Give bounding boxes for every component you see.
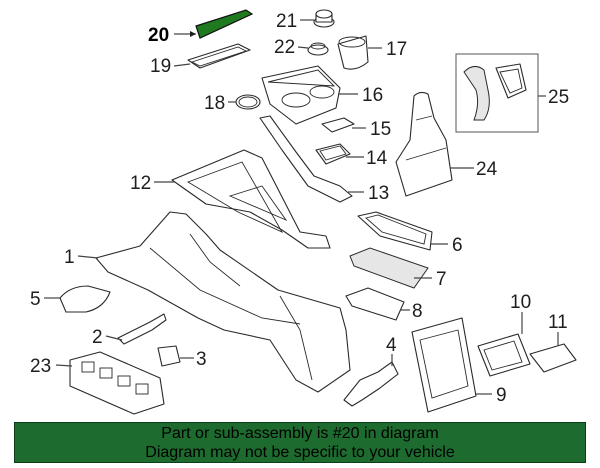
callout-8: 8 — [412, 301, 423, 322]
part-14-tray[interactable] — [315, 143, 351, 165]
part-1-center-console[interactable] — [95, 211, 351, 393]
part-3-clip[interactable] — [157, 345, 181, 367]
part-15-insert[interactable] — [321, 117, 355, 133]
banner-line-2: Diagram may not be specific to your vehi… — [145, 443, 455, 461]
part-10-frame[interactable] — [477, 333, 531, 377]
part-13-side-trim[interactable] — [259, 115, 353, 203]
part-20-trim-strip[interactable] — [195, 9, 254, 39]
part-17-cup-holder-insert[interactable] — [337, 35, 369, 70]
callout-20: 20 — [148, 25, 169, 46]
part-7-rubber-mat[interactable] — [349, 247, 429, 289]
callout-12: 12 — [130, 173, 151, 194]
callout-18: 18 — [204, 93, 225, 114]
callout-4: 4 — [386, 335, 397, 356]
part-9-bezel[interactable] — [411, 317, 477, 413]
part-18-o-ring[interactable] — [235, 94, 261, 110]
callout-leaders — [44, 19, 559, 395]
callout-13: 13 — [368, 183, 389, 204]
callout-23: 23 — [30, 356, 51, 377]
callout-22: 22 — [274, 37, 295, 58]
callout-10: 10 — [510, 292, 531, 313]
part-19-storage-tray[interactable] — [187, 43, 251, 69]
part-8-tray[interactable] — [345, 287, 405, 321]
callout-21: 21 — [276, 11, 297, 32]
callout-9: 9 — [496, 385, 507, 406]
callout-11: 11 — [548, 312, 568, 333]
callout-19: 19 — [150, 56, 171, 77]
callout-15: 15 — [370, 119, 391, 140]
parts-diagram: 20 19 21 22 17 18 16 15 25 14 24 12 13 6… — [30, 9, 577, 415]
callout-1: 1 — [64, 247, 75, 268]
callout-2: 2 — [92, 327, 103, 348]
callout-numbers: 20 19 21 22 17 18 16 15 25 14 24 12 13 6… — [30, 11, 569, 406]
info-banner: Part or sub-assembly is #20 in diagram D… — [14, 422, 586, 463]
callout-14: 14 — [366, 148, 388, 169]
part-24-gear-selector[interactable] — [395, 91, 453, 197]
part-16-cup-holder-housing[interactable] — [261, 65, 341, 125]
part-21-knob[interactable] — [313, 9, 335, 28]
part-12-console-trim[interactable] — [171, 149, 331, 249]
part-5-end-cap[interactable] — [59, 285, 111, 313]
banner-line-1: Part or sub-assembly is #20 in diagram — [161, 424, 439, 442]
part-2-bracket[interactable] — [117, 313, 167, 345]
callout-24: 24 — [476, 159, 498, 180]
callout-25: 25 — [548, 87, 569, 108]
part-11-cover[interactable] — [529, 343, 577, 373]
callout-6: 6 — [452, 235, 463, 256]
part-4-bracket[interactable] — [343, 361, 399, 407]
part-25-button-covers[interactable] — [455, 53, 539, 133]
callout-16: 16 — [362, 85, 383, 106]
part-23-switch-panel[interactable] — [69, 351, 165, 415]
callout-3: 3 — [196, 349, 207, 370]
callout-7: 7 — [436, 269, 447, 290]
part-22-ring[interactable] — [307, 42, 329, 56]
part-6-tray-mat[interactable] — [357, 211, 433, 251]
callout-17: 17 — [386, 39, 407, 60]
callout-5: 5 — [30, 289, 41, 310]
